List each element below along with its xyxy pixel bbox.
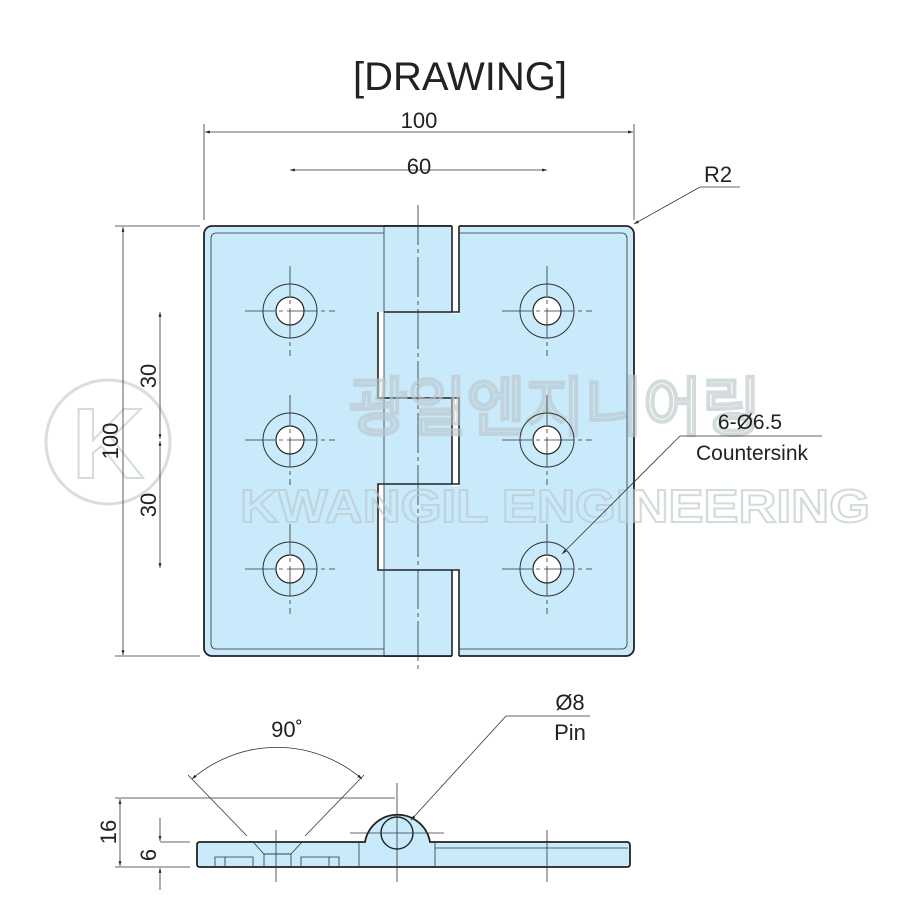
holes-callout-type: Countersink [696,442,809,465]
pin-callout-label: Pin [554,720,586,745]
watermark-logo-circle [44,378,172,506]
dim-angle: 90˚ [271,717,303,742]
dim-thickness: 6 [136,849,161,861]
watermark-english: KWANGIL ENGINEERING [240,480,870,532]
pin-callout-size: Ø8 [555,690,584,715]
dim-hole-spacing-h: 60 [407,154,431,179]
dim-hole-spacing-v1: 30 [136,364,161,388]
dim-height-total: 16 [96,820,121,844]
dim-overall-height: 100 [98,423,123,460]
dimensions-front: 100 60 R2 100 30 30 6-Ø6.5 Countersink [98,108,822,657]
front-view [203,205,635,670]
side-view: 90˚ Ø8 Pin 16 6 [96,690,631,890]
dim-corner-radius: R2 [704,162,732,187]
dim-hole-spacing-v2: 30 [136,493,161,517]
watermark-logo: K [72,388,144,500]
watermark: K 광일엔지니어링 KWANGIL ENGINEERING [44,371,871,533]
holes [245,266,592,614]
dim-overall-width: 100 [401,108,438,133]
holes-callout-size: 6-Ø6.5 [718,411,782,434]
drawing-title: [DRAWING] [353,55,567,99]
